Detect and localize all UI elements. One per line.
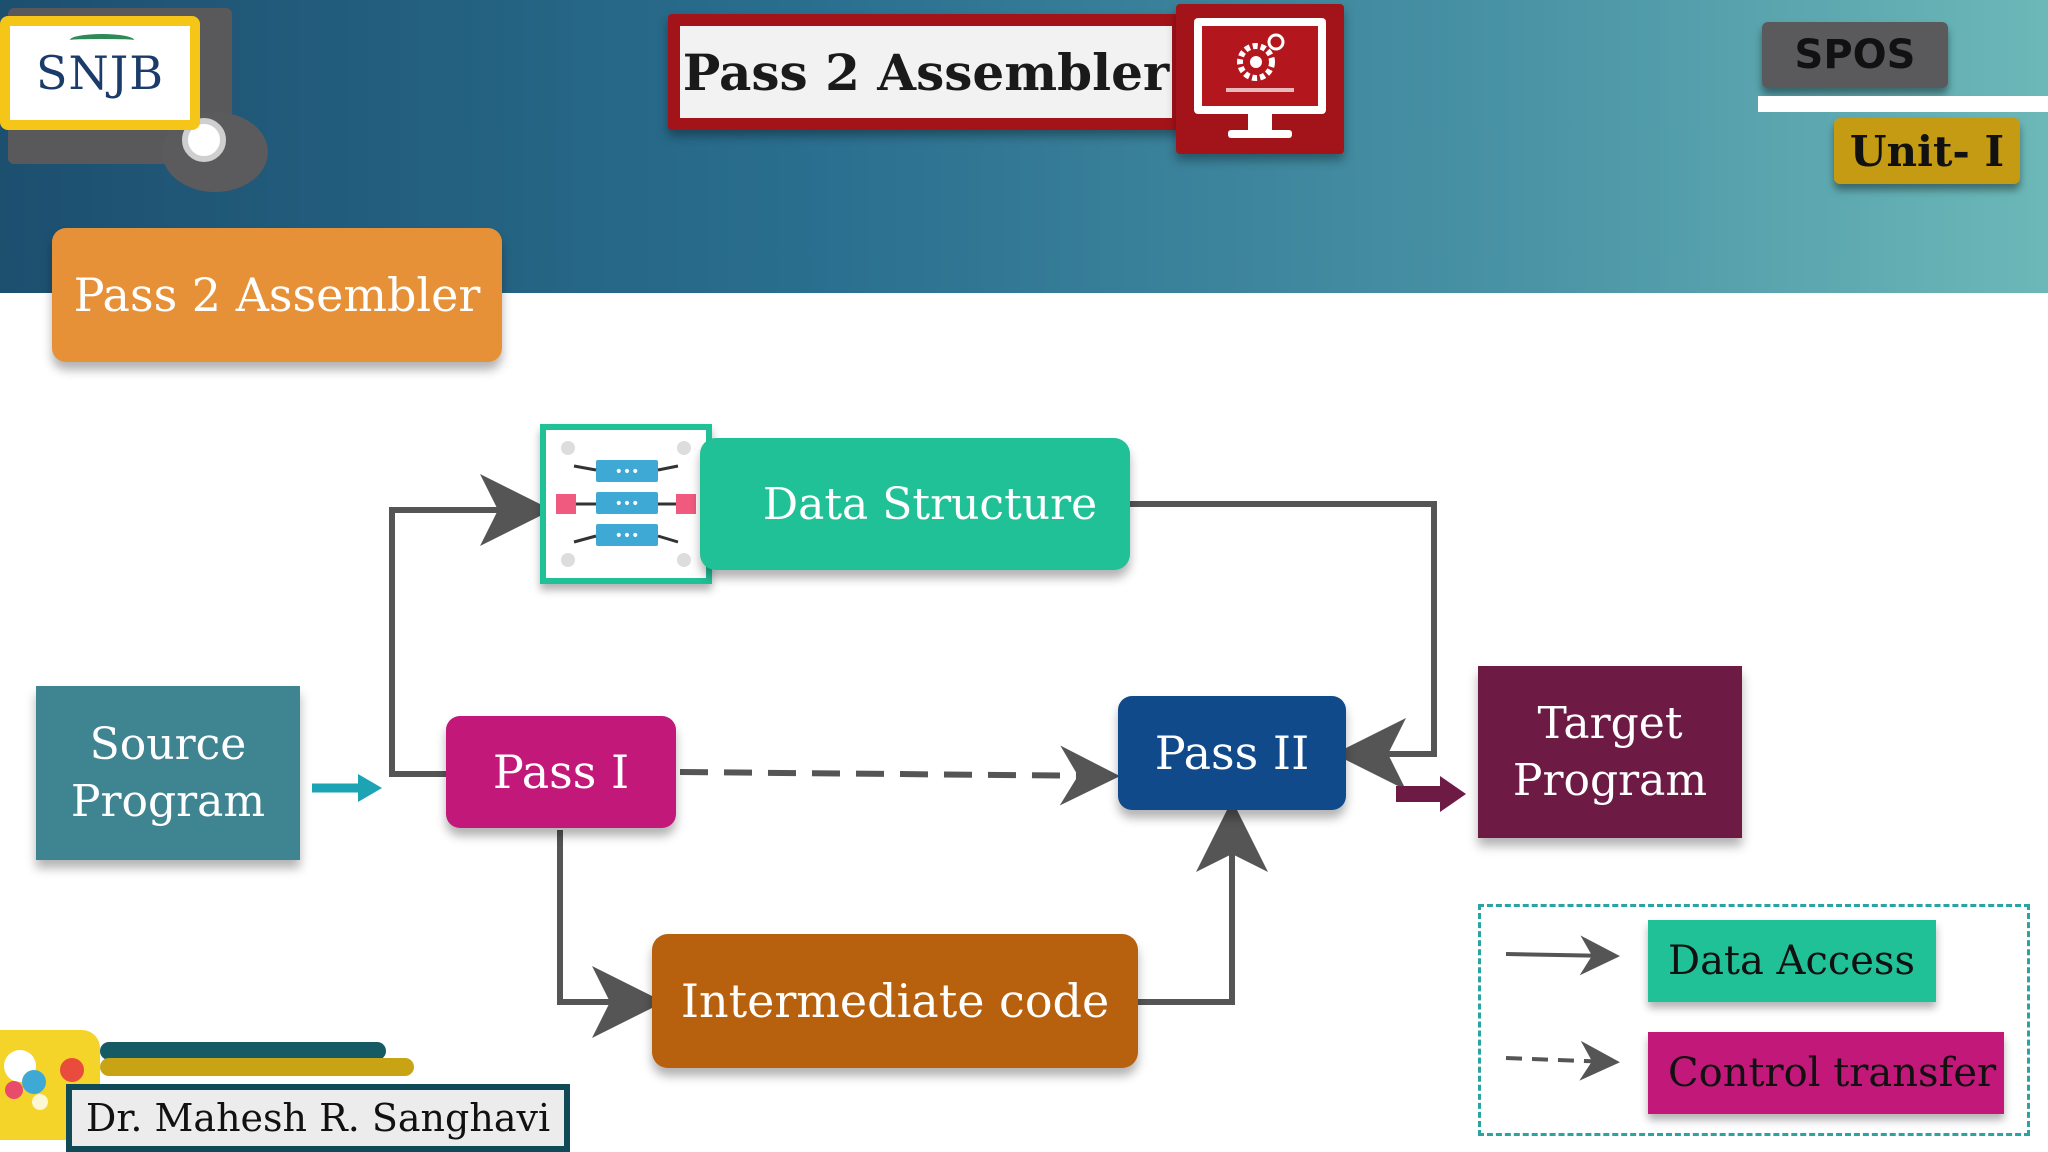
legend-control-transfer: Control transfer: [1648, 1032, 2004, 1114]
node-pass2: Pass II: [1118, 696, 1346, 810]
arrow-pass1-to-data-structure: [389, 474, 552, 777]
book-leaf-icon: [70, 34, 134, 46]
legend-data-access: Data Access: [1648, 920, 1936, 1002]
arrow-intermediate-to-pass2: [1138, 800, 1268, 1005]
badge-divider: [1758, 96, 2048, 112]
server-stack-icon: ••• ••• •••: [540, 424, 712, 584]
monitor-gear-icon: [1176, 4, 1344, 154]
arrow-source-to-pass1: [312, 774, 382, 802]
source-line2: Program: [70, 776, 266, 827]
svg-text:•••: •••: [615, 496, 640, 512]
target-line2: Program: [1512, 755, 1708, 806]
legend-dashed-arrow: [1505, 1040, 1620, 1081]
node-pass1: Pass I: [446, 716, 676, 828]
subject-badge: SPOS: [1762, 22, 1948, 88]
logo-circle-inner: [182, 118, 226, 162]
arrow-pass2-to-target: [1396, 776, 1466, 812]
arrow-pass1-to-pass2-control: [679, 745, 1120, 806]
logo-text: SNJB: [35, 46, 164, 100]
section-title: Pass 2 Assembler: [52, 228, 502, 362]
logo: SNJB: [0, 16, 200, 130]
legend-solid-arrow: [1505, 935, 1620, 976]
arrow-pass1-to-intermediate: [557, 830, 664, 1038]
target-line1: Target: [1537, 697, 1683, 749]
footer-bar-gold: [100, 1058, 414, 1076]
node-source-program: Source Program: [36, 686, 300, 860]
arrow-data-structure-to-pass2: [1130, 501, 1437, 790]
node-intermediate-code: Intermediate code: [652, 934, 1138, 1068]
svg-text:•••: •••: [615, 528, 640, 544]
node-data-structure: Data Structure: [700, 438, 1130, 570]
page-title: Pass 2 Assembler: [680, 26, 1172, 118]
node-target-program: Target Program: [1478, 666, 1742, 838]
author-frame: Dr. Mahesh R. Sanghavi: [66, 1084, 570, 1152]
page-title-frame: Pass 2 Assembler: [668, 14, 1184, 130]
source-line1: Source: [89, 718, 247, 770]
unit-badge: Unit- I: [1834, 118, 2020, 184]
legend-box: [1478, 904, 2030, 1136]
author-name: Dr. Mahesh R. Sanghavi: [72, 1090, 564, 1146]
svg-text:•••: •••: [615, 464, 640, 480]
footer-bar-teal: [100, 1042, 386, 1060]
